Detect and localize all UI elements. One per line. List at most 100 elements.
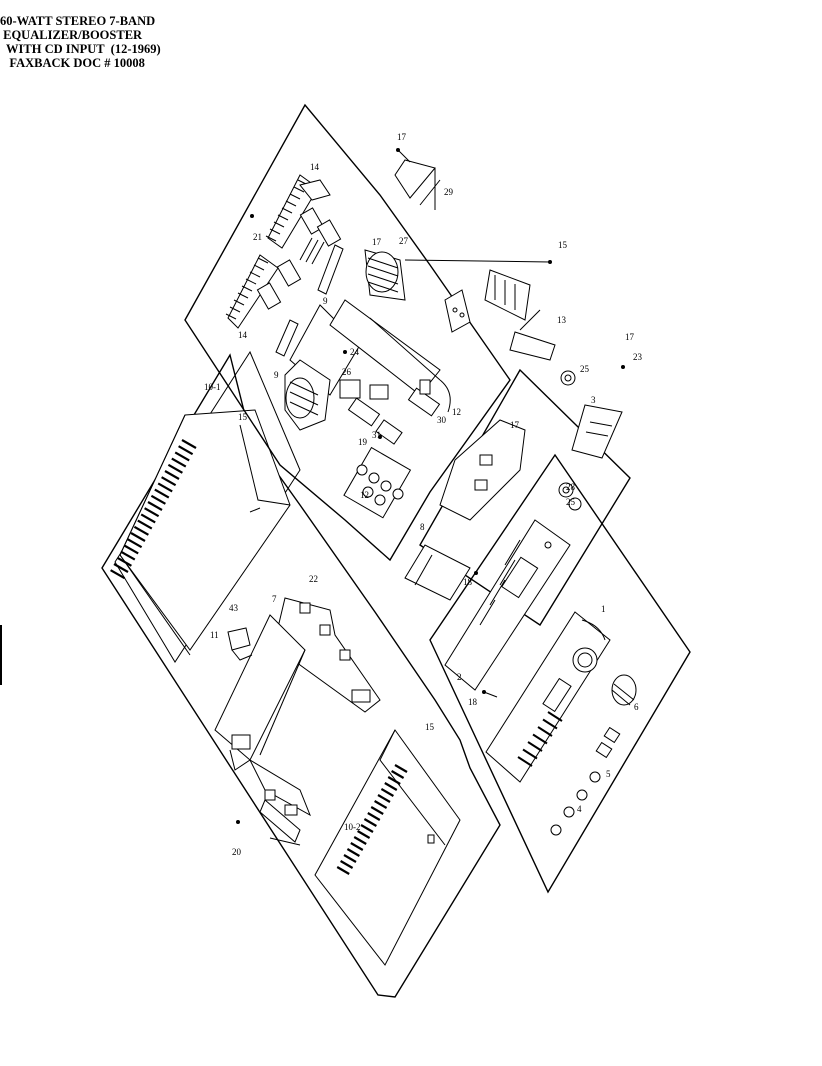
label-12a: 12 — [452, 407, 461, 417]
fins-b-line — [285, 200, 297, 207]
label-17d: 17 — [625, 332, 635, 342]
label-17c: 17 — [510, 420, 520, 430]
slider-knobs[interactable] — [550, 726, 621, 836]
vents1-line — [133, 525, 149, 536]
volume-knob[interactable] — [611, 674, 637, 706]
vents2-line — [360, 824, 374, 833]
vents2-line — [391, 770, 405, 779]
vents2-line — [374, 800, 388, 809]
vents2-line — [394, 764, 408, 773]
label-26: 26 — [342, 367, 352, 377]
label-15a: 15 — [558, 240, 568, 250]
vents1-line — [130, 532, 146, 542]
main-chassis-outline — [101, 353, 501, 998]
vents1-line — [161, 476, 177, 487]
fins-a-line — [253, 264, 265, 271]
title-line-1: 60-WATT STEREO 7-BAND — [0, 14, 156, 28]
ics — [407, 379, 451, 417]
clip-43 — [227, 627, 253, 661]
fins-a-line — [249, 271, 261, 278]
vents1-line — [171, 457, 187, 468]
vents1-line — [116, 556, 132, 567]
vents1-line — [167, 463, 183, 474]
slider-slots-line — [537, 726, 553, 737]
label-10-2: 10-2 — [344, 822, 361, 832]
label-20: 20 — [232, 847, 242, 857]
vents2-line — [343, 854, 357, 863]
vents1-line — [123, 544, 139, 555]
top-cover-10-1 — [110, 409, 291, 656]
vents2-line — [387, 776, 401, 785]
label-5: 5 — [606, 769, 611, 779]
label-30: 30 — [437, 415, 447, 425]
front-sub-panel — [444, 519, 571, 691]
power-transformer — [364, 249, 406, 301]
fins-a-line — [241, 285, 253, 292]
vents2-line — [346, 848, 360, 857]
front-panel — [485, 611, 611, 783]
screws — [236, 214, 625, 824]
fins-b-line — [273, 221, 285, 228]
slider-slots-line — [547, 711, 563, 722]
label-22: 22 — [309, 574, 318, 584]
vents2-line — [363, 818, 377, 827]
fuse-board — [444, 269, 556, 361]
vents2-line — [357, 830, 371, 839]
vents1-line — [154, 488, 170, 499]
vents2-line — [353, 836, 367, 845]
label-14b: 14 — [238, 330, 248, 340]
part-labels: 1 2 3 4 5 6 7 8 9 9 11 12 12 13 14 14 15… — [204, 132, 643, 857]
cord-bracket — [394, 148, 441, 210]
connector-strip — [275, 244, 344, 357]
label-11: 11 — [210, 630, 219, 640]
title-line-3: WITH CD INPUT (12-1969) — [0, 42, 161, 56]
label-13: 13 — [557, 315, 567, 325]
vents1-line — [164, 470, 180, 480]
vents1-line — [144, 507, 160, 518]
vents1-line — [110, 569, 126, 580]
document-title: 60-WATT STEREO 7-BAND EQUALIZER/BOOSTER … — [0, 14, 161, 70]
label-24: 24 — [350, 347, 360, 357]
label-3: 3 — [591, 395, 596, 405]
fins-a-line — [233, 299, 245, 306]
label-15b: 15 — [238, 412, 248, 422]
slider-slots-line — [527, 741, 543, 752]
label-31: 31 — [372, 430, 381, 440]
vents2-line — [380, 788, 394, 797]
label-25a: 25 — [580, 364, 590, 374]
label-17b: 17 — [372, 237, 382, 247]
slider-slots-line — [517, 756, 533, 767]
power-supply-housing — [214, 614, 311, 846]
fins-a-line — [225, 313, 237, 320]
fins-a-line — [229, 306, 241, 313]
vents2-line — [340, 860, 354, 869]
heatsink-right — [265, 174, 331, 249]
pcb-tray-outline — [184, 103, 511, 562]
label-9a: 9 — [274, 370, 279, 380]
slider-slots-line — [542, 718, 558, 730]
input-jacks — [343, 446, 412, 519]
vents1-line — [127, 538, 143, 549]
vents2-line — [384, 782, 398, 791]
label-2: 2 — [457, 672, 462, 682]
vents2-line — [350, 842, 364, 851]
label-18a: 18 — [463, 577, 473, 587]
vents1-line — [178, 445, 194, 456]
vents1-line — [120, 550, 136, 561]
label-4: 4 — [577, 804, 582, 814]
vents2-line — [377, 794, 391, 803]
front-panel-outline — [429, 453, 691, 894]
label-28: 28 — [566, 482, 576, 492]
fins-b-line — [289, 193, 301, 200]
power-transistors — [256, 207, 342, 310]
fins-a-line — [237, 292, 249, 299]
label-25b: 25 — [566, 497, 576, 507]
label-17a: 17 — [397, 132, 407, 142]
rear-panel-jacks — [558, 370, 623, 511]
vents2-line — [370, 806, 384, 815]
label-21: 21 — [253, 232, 262, 242]
fins-a-line — [245, 278, 257, 285]
label-10-1: 10-1 — [204, 382, 221, 392]
